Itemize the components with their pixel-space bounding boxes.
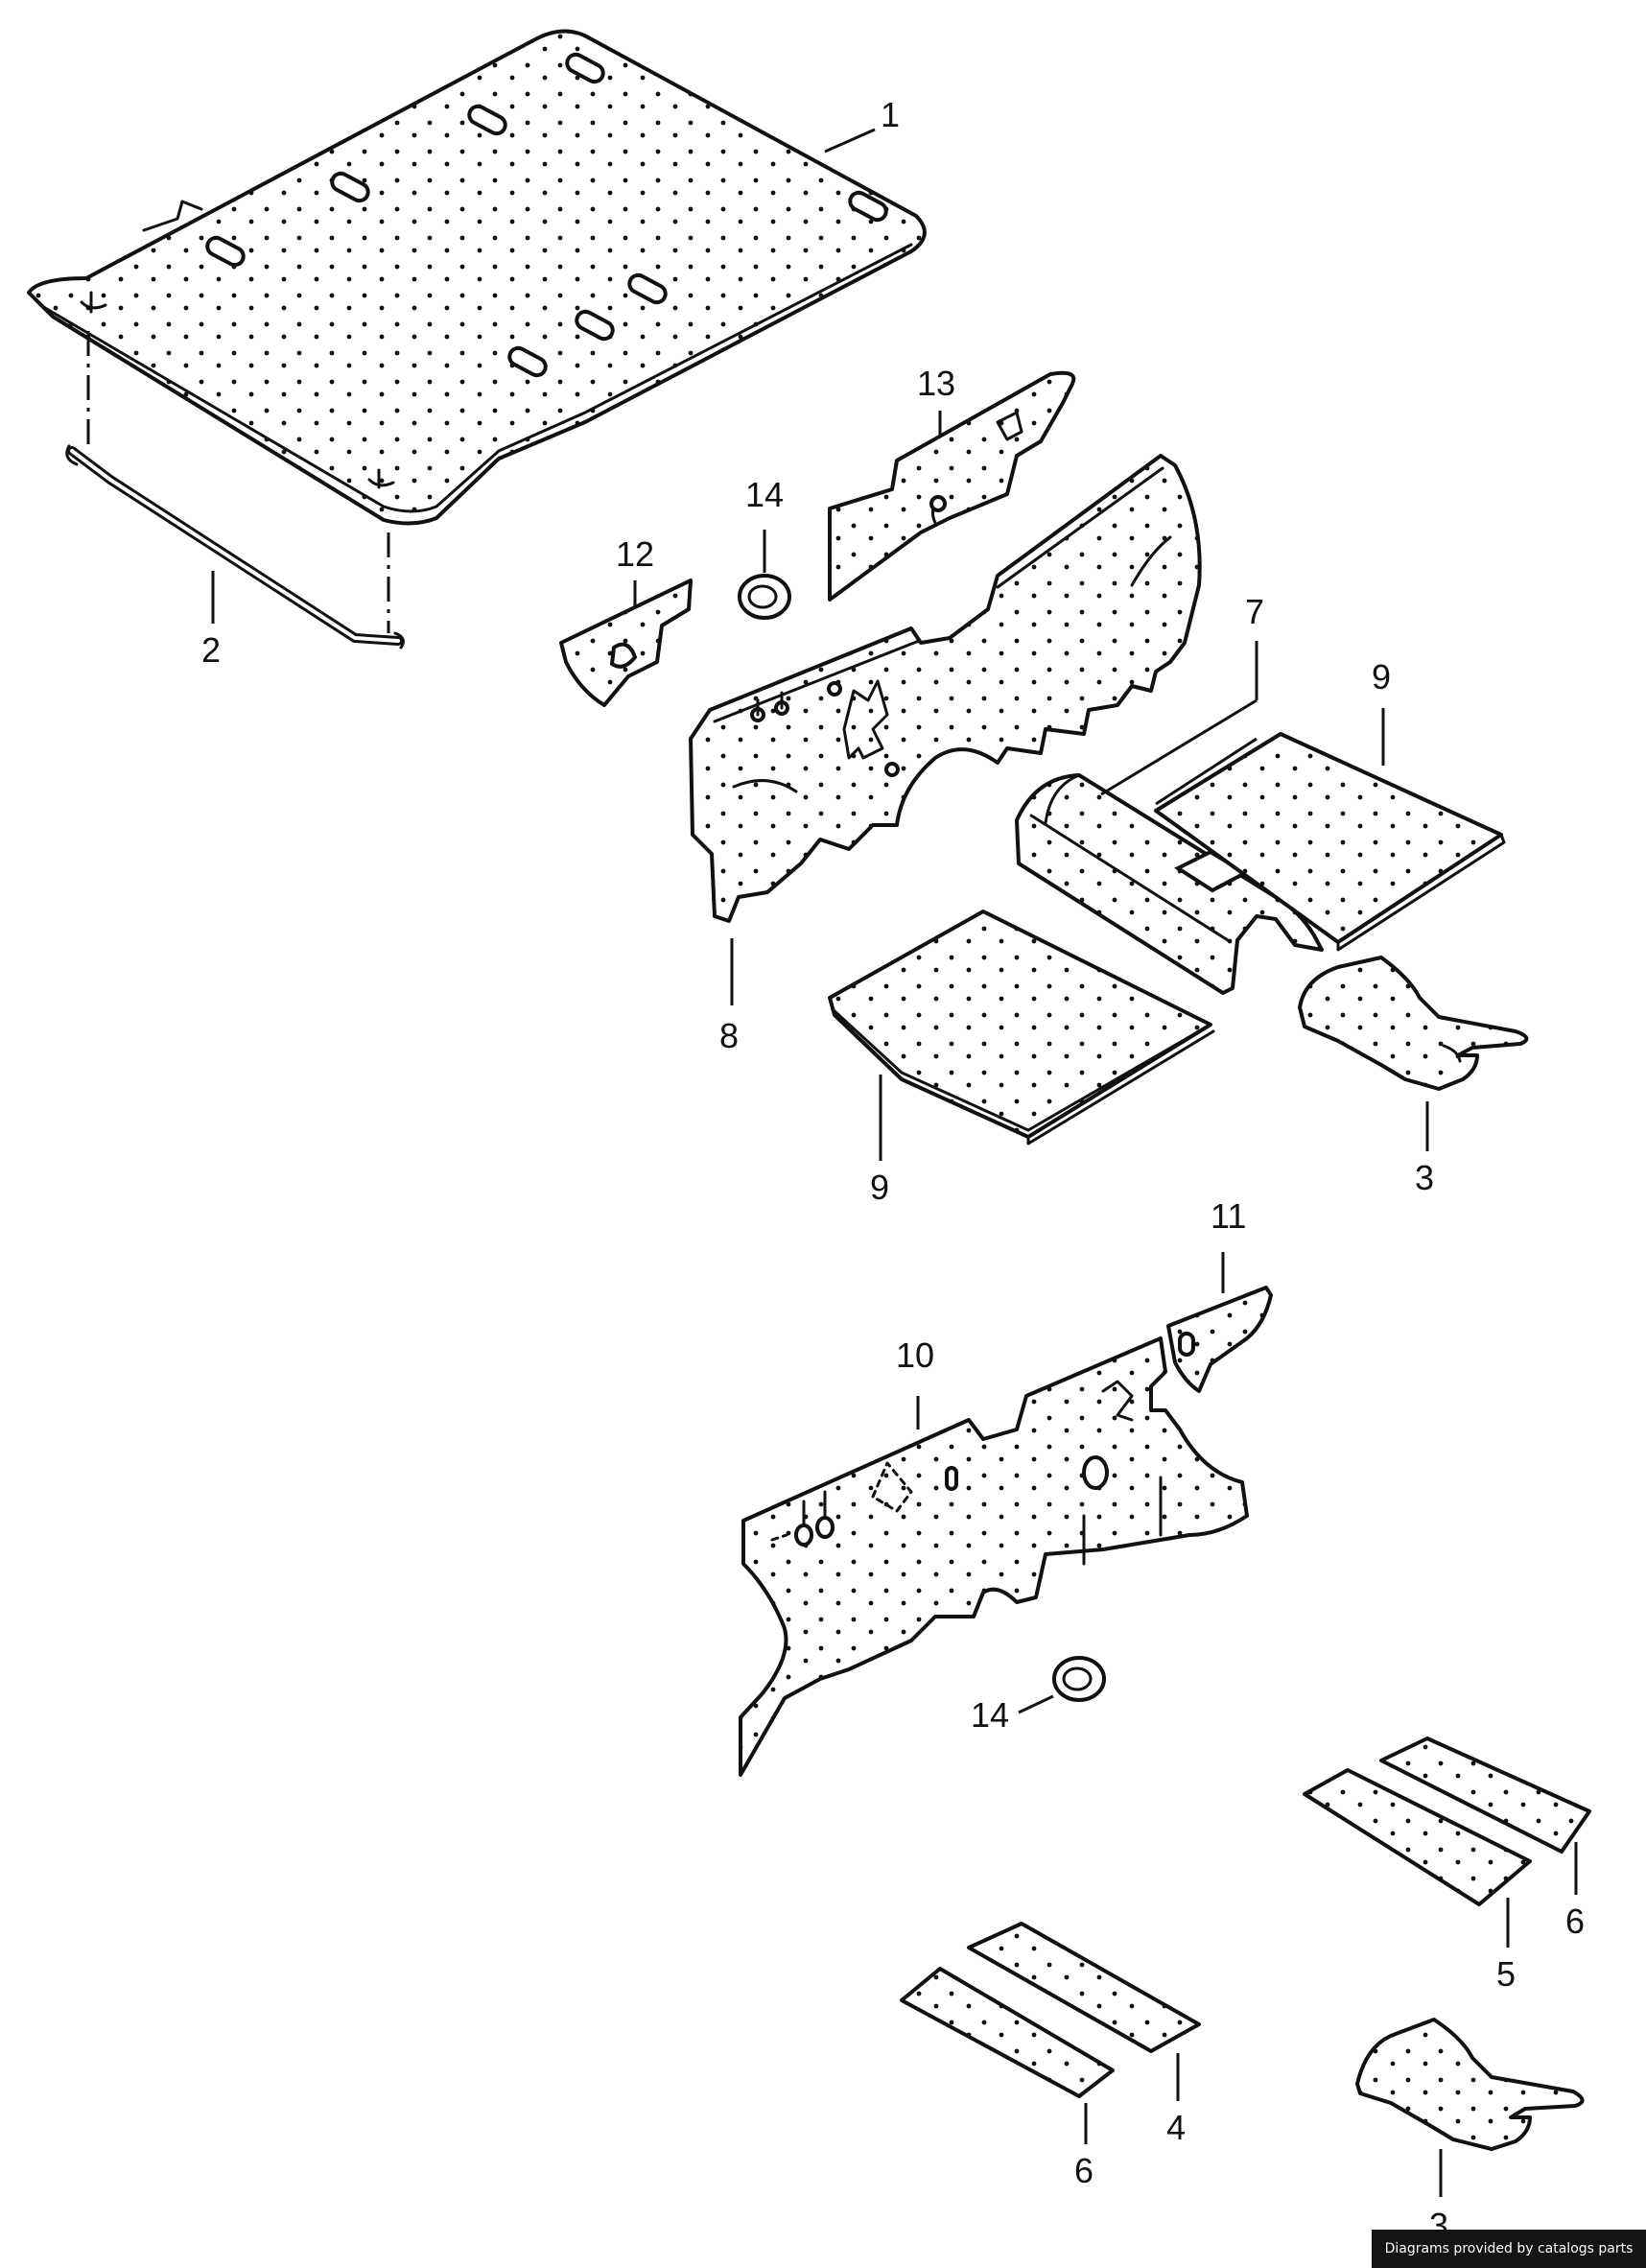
callout-12: 12 bbox=[616, 534, 654, 574]
part-8-bulkhead-pad bbox=[689, 454, 1202, 923]
callout-9-left: 9 bbox=[870, 1168, 889, 1207]
callout-5: 5 bbox=[1496, 1954, 1516, 1994]
part-4-pad bbox=[967, 1922, 1201, 2053]
callout-6-right: 6 bbox=[1565, 1902, 1585, 1941]
part-6-pad-lower bbox=[900, 1967, 1115, 2098]
callout-10: 10 bbox=[896, 1335, 934, 1375]
callout-3-upper: 3 bbox=[1415, 1158, 1434, 1197]
callout-14-top: 14 bbox=[745, 475, 784, 514]
part-9-floor-pad-left bbox=[828, 910, 1215, 1146]
part-2-retaining-rod bbox=[65, 331, 405, 650]
callout-11: 11 bbox=[1211, 1196, 1246, 1236]
callout-13: 13 bbox=[917, 364, 955, 403]
callout-14-lower: 14 bbox=[971, 1695, 1009, 1735]
part-11-side-pad bbox=[1166, 1286, 1273, 1393]
callout-1: 1 bbox=[881, 95, 900, 134]
callout-9-right: 9 bbox=[1372, 657, 1391, 697]
part-6-pad-right bbox=[1379, 1736, 1591, 1854]
callout-2: 2 bbox=[201, 630, 221, 670]
leader-lines bbox=[211, 128, 1578, 2197]
part-12-side-pad bbox=[559, 579, 693, 707]
part-3-tunnel-cover-upper bbox=[1298, 956, 1529, 1091]
part-5-pad-right bbox=[1303, 1768, 1532, 1906]
callout-7: 7 bbox=[1245, 592, 1264, 631]
part-9-floor-pad-right bbox=[1154, 732, 1506, 952]
part-14-grommet-lower bbox=[1052, 1656, 1106, 1702]
callout-4: 4 bbox=[1166, 2108, 1186, 2147]
callout-6-lower: 6 bbox=[1074, 2151, 1093, 2190]
part-13-upper-pad bbox=[828, 370, 1076, 602]
part-10-front-wall-pad bbox=[739, 1336, 1249, 1777]
callout-labels: 1 2 12 14 13 7 9 8 9 3 11 10 14 6 5 4 6 … bbox=[201, 95, 1585, 2245]
callout-8: 8 bbox=[719, 1016, 739, 1055]
part-14-grommet-top bbox=[738, 574, 791, 620]
part-3-tunnel-cover-lower bbox=[1355, 2018, 1585, 2151]
credit-banner: Diagrams provided by catalogs parts bbox=[1372, 2230, 1646, 2268]
part-1-floor-mat bbox=[27, 29, 927, 526]
